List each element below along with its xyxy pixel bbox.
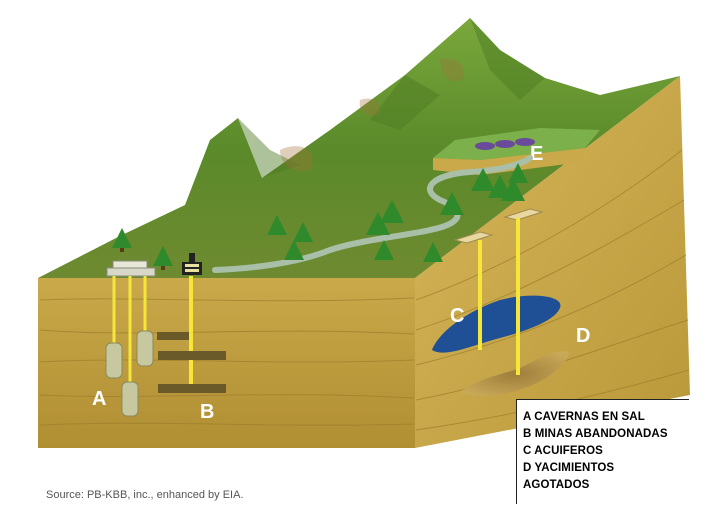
- label-c: C: [450, 305, 464, 327]
- site-a-platform-top: [113, 261, 147, 268]
- legend: A CAVERNAS EN SAL B MINAS ABANDONADAS C …: [516, 399, 689, 504]
- legend-item: D YACIMIENTOS: [523, 460, 689, 477]
- label-b: B: [200, 401, 214, 423]
- soil-front-face: [38, 278, 415, 448]
- legend-item: B MINAS ABANDONADAS: [523, 426, 689, 443]
- legend-item: AGOTADOS: [523, 477, 689, 494]
- legend-item: A CAVERNAS EN SAL: [523, 409, 689, 426]
- label-d: D: [576, 325, 590, 347]
- site-a-platform: [107, 268, 155, 276]
- label-e: E: [530, 143, 543, 165]
- source-caption: Source: PB-KBB, inc., enhanced by EIA.: [46, 489, 244, 501]
- legend-item: C ACUIFEROS: [523, 443, 689, 460]
- label-a: A: [92, 388, 106, 410]
